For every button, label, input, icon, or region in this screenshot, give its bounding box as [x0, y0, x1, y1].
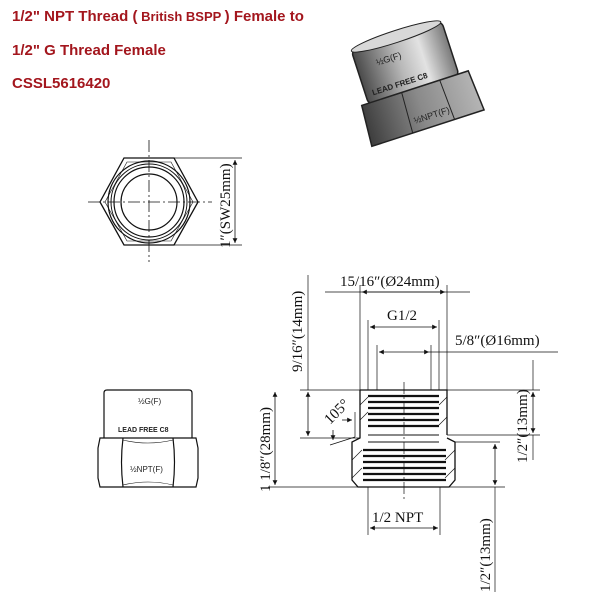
dim-outer-diameter: 15/16″(Ø24mm) [340, 274, 440, 290]
dim-g-thread: G1/2 [387, 308, 417, 324]
part-number: CSSL5616420 [12, 75, 111, 92]
dim-top-length: 9/16″(14mm) [290, 291, 306, 372]
thread-lower [363, 448, 446, 482]
title-line-2: 1/2" G Thread Female [12, 42, 166, 59]
thread-upper [368, 394, 439, 428]
dim-total-length: 1 1/8″(28mm) [258, 407, 274, 492]
dim-npt-thread: 1/2 NPT [372, 510, 423, 526]
section-view [268, 275, 558, 592]
title-line-1-small: British BSPP [137, 9, 225, 24]
side-top-marking: ½G(F) [138, 397, 161, 406]
end-view-dimension-label: 1″(SW25mm) [218, 163, 234, 248]
title-line-1: 1/2" NPT Thread ( British BSPP ) Female … [12, 8, 304, 25]
dim-angle: 105° [322, 396, 353, 427]
side-band-marking: LEAD FREE C8 [118, 427, 169, 434]
dim-lower-thread-depth: 1/2″(13mm) [478, 518, 494, 592]
end-view-hex [88, 140, 242, 262]
title-line-1-prefix: 1/2" NPT Thread ( [12, 8, 138, 25]
side-view [97, 389, 199, 488]
side-bottom-marking: ½NPT(F) [130, 465, 163, 474]
dim-upper-thread-depth: 1/2″(13mm) [515, 389, 531, 463]
dim-inner-diameter: 5/8″(Ø16mm) [455, 333, 540, 349]
product-render: ½G(F) LEAD FREE C8 ½NPT(F) [350, 20, 486, 148]
title-line-1-suffix: ) Female to [224, 8, 304, 25]
